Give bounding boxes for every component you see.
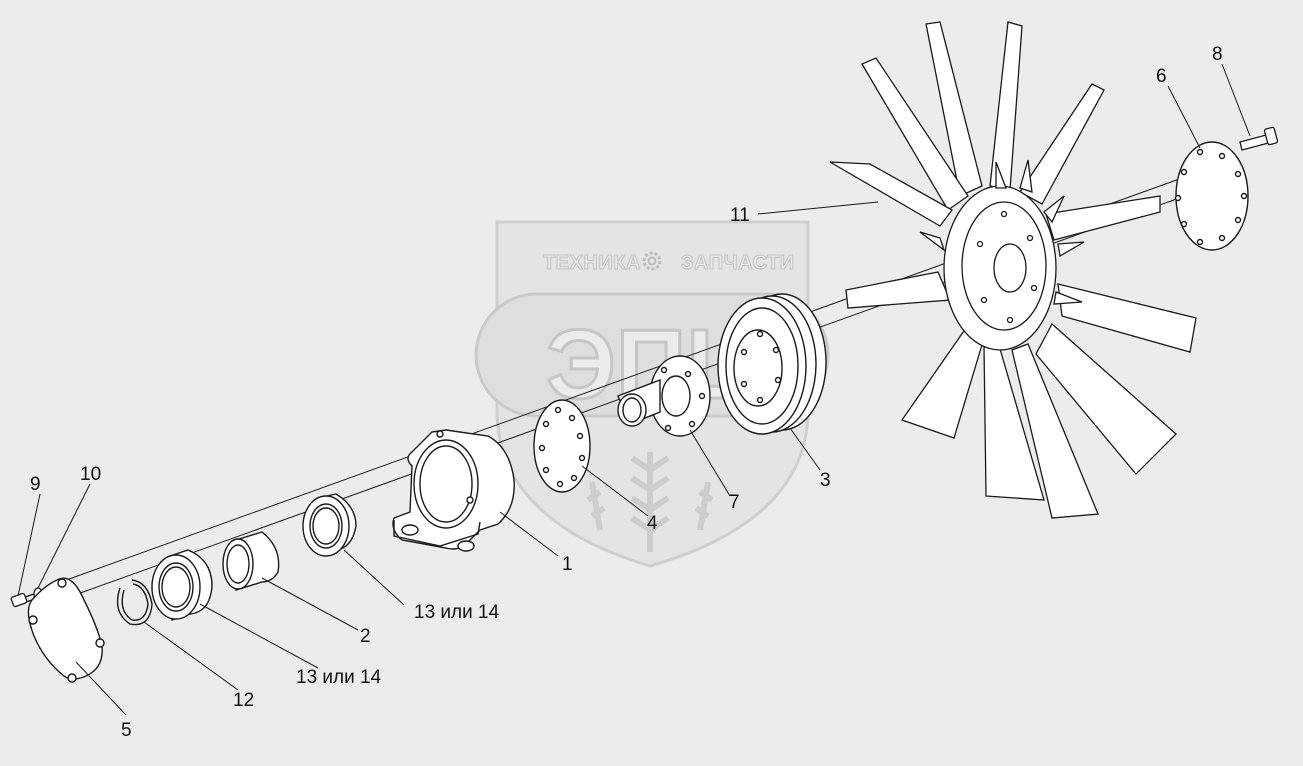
part-5-cover xyxy=(27,577,105,683)
part-4-gasket xyxy=(533,399,591,493)
part-6-plate xyxy=(1174,141,1249,251)
callout-13-left: 13 или 14 xyxy=(296,667,382,688)
gear-icon xyxy=(642,251,662,271)
callout-5: 5 xyxy=(121,720,132,741)
part-8-bolt xyxy=(1239,126,1279,151)
part-2-sleeve xyxy=(222,531,280,591)
watermark-right-text: ЗАПЧАСТИ xyxy=(681,252,795,274)
callout-6: 6 xyxy=(1156,66,1167,87)
leader-lines xyxy=(17,63,1251,716)
callout-9: 9 xyxy=(30,474,41,495)
part-11-fan xyxy=(829,21,1197,519)
part-7-hub xyxy=(617,355,711,437)
callout-4: 4 xyxy=(647,513,658,534)
callout-3: 3 xyxy=(820,470,831,491)
part-3-pulley xyxy=(717,293,827,435)
callout-13-right: 13 или 14 xyxy=(414,602,500,623)
callout-12: 12 xyxy=(233,690,254,711)
callout-1: 1 xyxy=(562,554,573,575)
callout-10: 10 xyxy=(80,464,101,485)
part-9-bolt xyxy=(10,592,36,608)
callout-8: 8 xyxy=(1212,44,1223,65)
part-1-housing xyxy=(392,429,515,552)
watermark-left-text: ТЕХНИКА xyxy=(543,252,641,274)
callout-2: 2 xyxy=(360,626,371,647)
part-12-snap-ring xyxy=(116,579,153,626)
callout-labels: 9 10 5 12 13 или 14 2 13 или 14 1 4 7 3 … xyxy=(30,44,1223,741)
part-13-bearing-left xyxy=(151,549,213,621)
part-13-bearing-right xyxy=(302,493,357,557)
callout-7: 7 xyxy=(729,492,740,513)
callout-11: 11 xyxy=(730,205,750,226)
wheat-icon xyxy=(586,452,714,552)
